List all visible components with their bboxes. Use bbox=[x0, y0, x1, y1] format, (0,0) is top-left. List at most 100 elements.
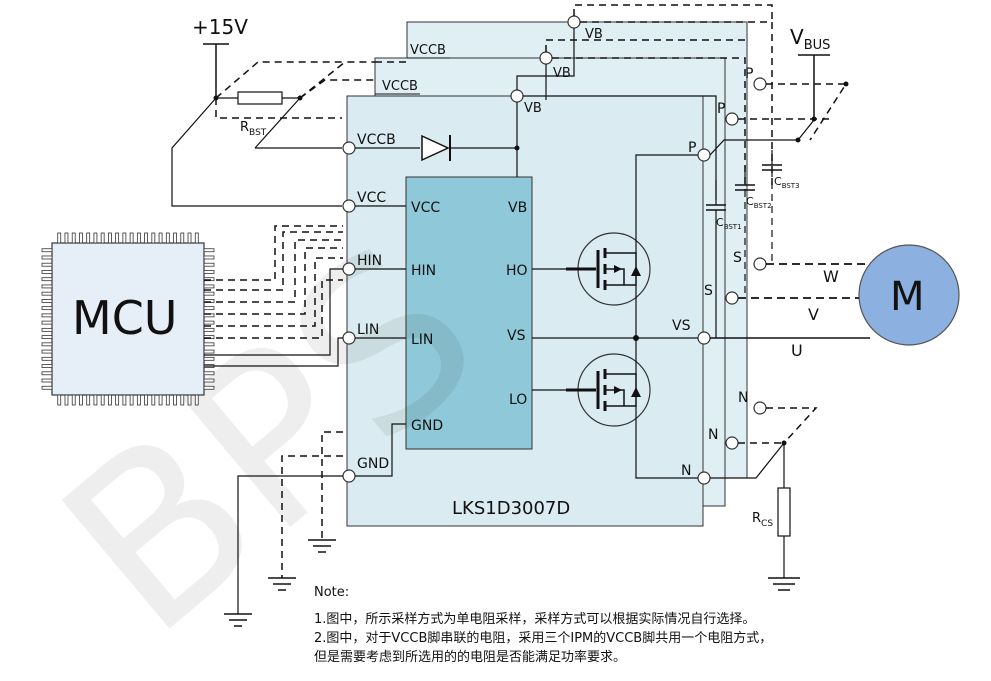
mcu-pin bbox=[108, 232, 112, 244]
mcu-pin bbox=[203, 255, 215, 260]
mcu-label: MCU bbox=[72, 291, 177, 345]
mcu-pin bbox=[122, 232, 127, 244]
mcu-pin bbox=[203, 327, 215, 332]
mcu-pin bbox=[93, 232, 98, 244]
pin-vccb: VCCB bbox=[342, 132, 396, 155]
mcu-pin bbox=[203, 349, 215, 354]
mcu-pin bbox=[93, 394, 98, 406]
mcu-pin bbox=[203, 371, 215, 376]
phase-u: U bbox=[791, 341, 803, 360]
mcu-pin bbox=[41, 371, 53, 376]
note-title: Note: bbox=[314, 585, 350, 600]
mcu-pin bbox=[203, 284, 215, 289]
mcu-pin bbox=[41, 378, 53, 383]
mcu-chip: MCU bbox=[41, 232, 215, 406]
rcs-label: RCS bbox=[752, 511, 773, 529]
svg-text:CBST3: CBST3 bbox=[774, 175, 800, 190]
mcu-pin bbox=[41, 335, 53, 339]
mcu-pin bbox=[203, 291, 215, 296]
svg-text:P: P bbox=[745, 66, 753, 82]
mcu-pin bbox=[173, 232, 177, 244]
svg-text:P: P bbox=[717, 101, 725, 117]
svg-text:N: N bbox=[681, 463, 691, 479]
mcu-pin bbox=[41, 320, 53, 325]
mcu-pin bbox=[41, 364, 53, 368]
svg-text:N: N bbox=[738, 390, 748, 406]
mcu-pin bbox=[194, 394, 199, 406]
mcu-pin bbox=[79, 232, 83, 244]
mcu-pin bbox=[144, 232, 148, 244]
motor-label: M bbox=[890, 274, 925, 320]
mcu-pin bbox=[41, 356, 53, 361]
svg-text:S: S bbox=[733, 250, 742, 266]
back-p-2: P bbox=[745, 66, 767, 91]
gate-driver-ic bbox=[405, 176, 533, 450]
mcu-pin bbox=[115, 232, 120, 244]
cbst1-capacitor: CBST1 bbox=[706, 180, 742, 338]
rbst-label: RBST bbox=[240, 120, 267, 138]
mcu-pin bbox=[57, 394, 62, 406]
drv-vcc: VCC bbox=[411, 200, 440, 216]
supply-15v-label: +15V bbox=[192, 15, 248, 39]
cbst2-capacitor: CBST2 bbox=[735, 165, 772, 298]
mcu-pin bbox=[203, 342, 215, 347]
mcu-pin bbox=[115, 394, 120, 406]
mcu-pin bbox=[203, 248, 215, 253]
pin-vb-top: VB bbox=[510, 89, 542, 116]
note-line-1: 1.图中，所示采样方式为单电阻采样，采样方式可以根据实际情况自行选择。 bbox=[314, 612, 756, 627]
mcu-pin bbox=[41, 291, 53, 296]
mcu-pin bbox=[41, 385, 53, 390]
notes-block: Note: 1.图中，所示采样方式为单电阻采样，采样方式可以根据实际情况自行选择… bbox=[314, 583, 934, 667]
mcu-pin bbox=[108, 394, 112, 406]
rbst-resistor bbox=[237, 91, 283, 105]
mcu-pin bbox=[158, 394, 163, 406]
mcu-pin bbox=[187, 394, 192, 406]
rcs-resistor bbox=[777, 487, 791, 537]
mcu-pin bbox=[203, 262, 215, 267]
mcu-pin bbox=[71, 394, 76, 406]
svg-text:VCC: VCC bbox=[357, 190, 386, 206]
mcu-pin bbox=[86, 232, 91, 244]
pin-vcc: VCC bbox=[342, 190, 386, 213]
mcu-pin bbox=[71, 232, 76, 244]
mcu-pin bbox=[41, 284, 53, 289]
svg-text:HIN: HIN bbox=[357, 253, 382, 269]
phase-w: W bbox=[823, 267, 839, 286]
svg-text:N: N bbox=[708, 427, 718, 443]
mcu-pin bbox=[165, 232, 170, 244]
back-s-2: S bbox=[733, 250, 767, 271]
mcu-pin bbox=[180, 394, 185, 406]
svg-text:LIN: LIN bbox=[357, 322, 379, 338]
svg-text:S: S bbox=[704, 283, 713, 299]
back-vccb-1: VCCB bbox=[382, 79, 418, 94]
drv-gnd: GND bbox=[411, 418, 443, 434]
mcu-pin bbox=[187, 232, 192, 244]
mcu-pin bbox=[165, 394, 170, 406]
mcu-pin bbox=[203, 320, 215, 325]
svg-text:P: P bbox=[688, 140, 696, 156]
mcu-pin bbox=[151, 394, 156, 406]
pin-gnd: GND bbox=[342, 456, 389, 483]
drv-ho: HO bbox=[506, 263, 528, 279]
mcu-pin bbox=[41, 277, 53, 282]
mcu-pin bbox=[100, 232, 105, 244]
mcu-pin bbox=[79, 394, 83, 406]
drv-vs: VS bbox=[507, 328, 526, 344]
mcu-pin bbox=[41, 306, 53, 311]
pin-vs: VS bbox=[672, 318, 711, 345]
mcu-pin bbox=[86, 394, 91, 406]
mcu-pin bbox=[203, 306, 215, 311]
ipm-part-number: LKS1D3007D bbox=[452, 498, 570, 519]
phase-v: V bbox=[808, 305, 819, 324]
drv-vb: VB bbox=[508, 200, 527, 216]
drv-lin: LIN bbox=[411, 332, 433, 348]
svg-text:VB: VB bbox=[553, 66, 571, 81]
mcu-pin bbox=[100, 394, 105, 406]
vbus-label: VBUS bbox=[790, 25, 830, 53]
cbst3-capacitor: CBST3 bbox=[762, 150, 800, 264]
drv-lo: LO bbox=[509, 392, 527, 408]
note-line-2: 2.图中，对于VCCB脚串联的电阻，采用三个IPM的VCCB脚共用一个电阻方式， bbox=[314, 631, 773, 646]
mcu-pin bbox=[41, 349, 53, 354]
mcu-pin bbox=[158, 232, 163, 244]
